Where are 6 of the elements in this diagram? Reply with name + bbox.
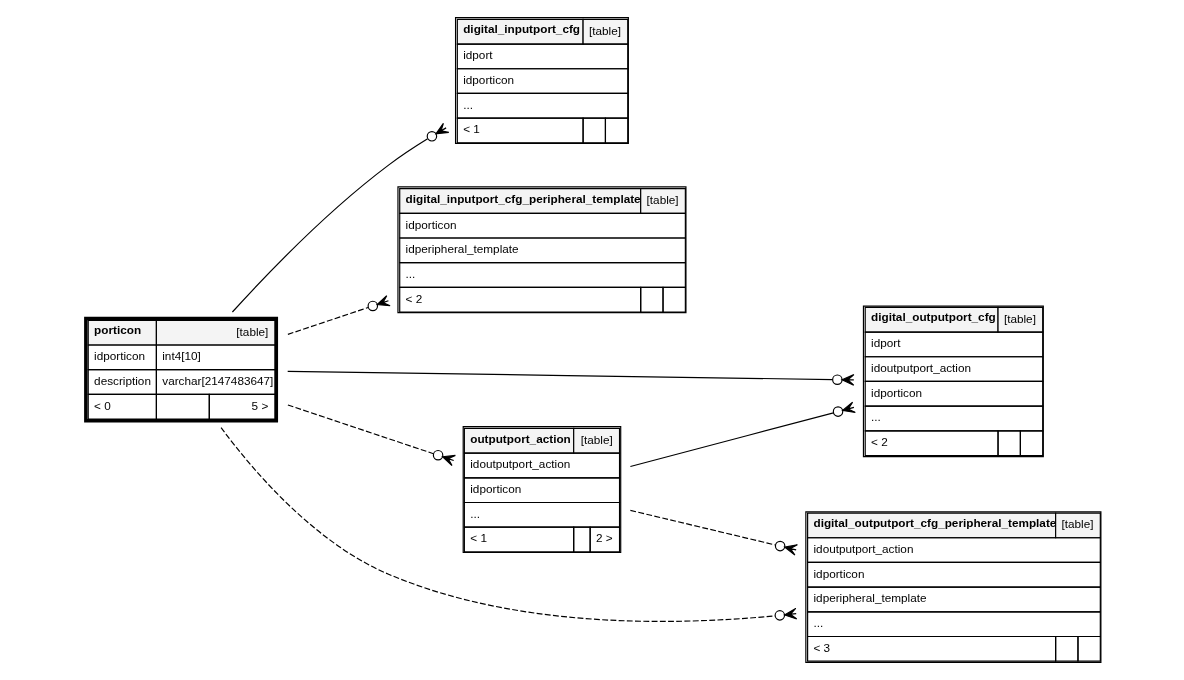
connector [286,370,854,386]
connector [629,401,856,468]
connector [231,122,449,313]
connector [629,509,798,556]
connector [286,295,391,335]
connector [286,404,456,467]
